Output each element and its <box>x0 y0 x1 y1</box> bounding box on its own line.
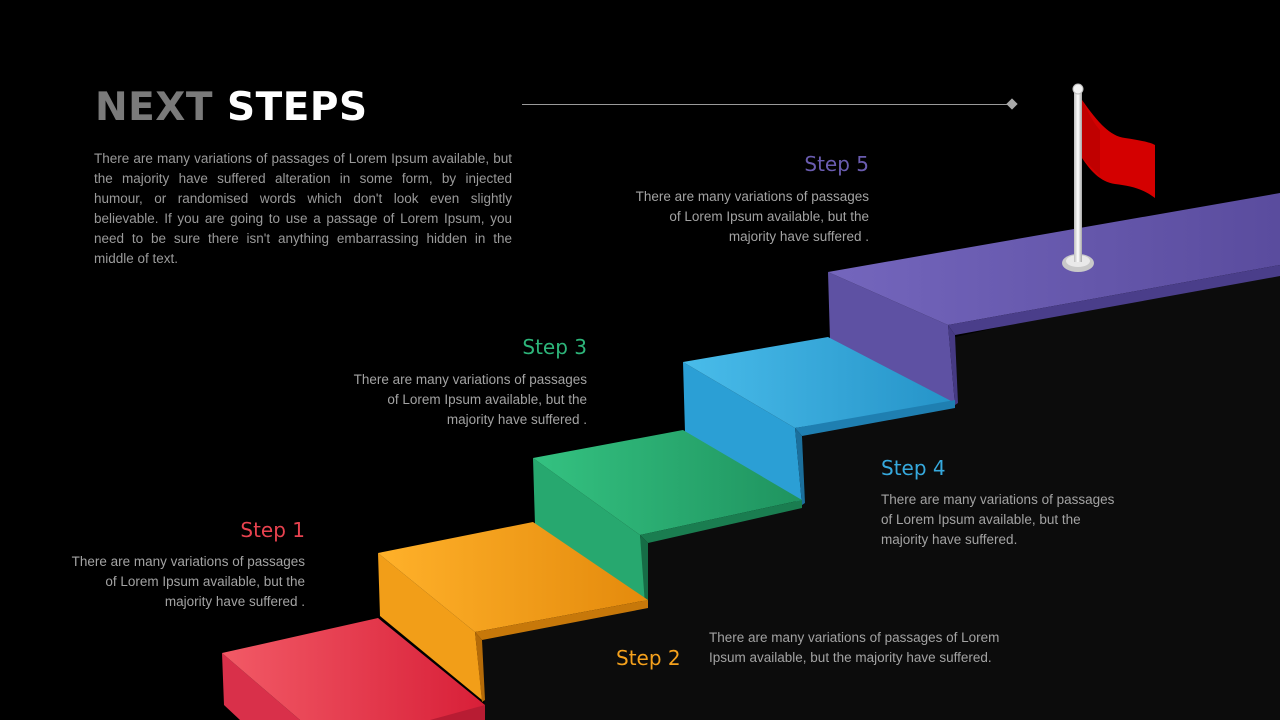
stair-4-riser-side <box>795 428 805 505</box>
stair-2-riser-side <box>475 632 485 702</box>
stair-block-3 <box>533 430 802 605</box>
header-divider-line <box>522 104 1012 105</box>
stair-4-tread <box>683 337 955 428</box>
step-2-title: Step 2 <box>616 646 681 670</box>
goal-flag-icon <box>1062 83 1155 272</box>
stair-block-1 <box>222 618 485 720</box>
stair-2-riser <box>378 553 482 700</box>
title-word-next: NEXT <box>95 85 213 130</box>
stair-5-tread <box>828 193 1280 325</box>
stair-shadow-wall <box>482 265 1280 720</box>
stair-5-edge <box>948 265 1280 335</box>
stair-5-riser <box>828 272 955 405</box>
step-4-title: Step 4 <box>881 456 946 480</box>
step-4-text: There are many variations of passages of… <box>881 492 1115 547</box>
stair-3-tread <box>533 430 802 535</box>
stair-3-edge <box>640 500 802 543</box>
stair-1-edge <box>430 705 485 720</box>
step-1-title: Step 1 <box>240 518 305 542</box>
step-5-title: Step 5 <box>804 152 869 176</box>
stair-1-tread <box>222 618 485 720</box>
stair-3-riser <box>533 458 648 605</box>
stair-2-tread <box>378 522 648 632</box>
slide-title: NEXT STEPS <box>95 84 368 132</box>
stair-4-edge <box>795 400 955 436</box>
step-3-text: There are many variations of passages of… <box>353 372 587 427</box>
flag-pole <box>1074 92 1082 262</box>
step-1-text: There are many variations of passages of… <box>71 554 305 609</box>
step-2-text: There are many variations of passages of… <box>709 630 1000 665</box>
stair-3-riser-side <box>640 535 648 605</box>
stair-2-edge <box>475 600 648 640</box>
step-5-text: There are many variations of passages of… <box>635 189 869 244</box>
flag-banner <box>1082 100 1155 198</box>
intro-paragraph: There are many variations of passages of… <box>94 151 512 266</box>
step-3-title: Step 3 <box>522 335 587 359</box>
stair-block-5 <box>828 193 1280 405</box>
flag-pole-top <box>1072 83 1084 95</box>
stair-block-4 <box>683 337 955 505</box>
stair-5-riser-side <box>948 325 958 405</box>
stair-4-riser <box>683 362 802 505</box>
stair-block-2 <box>378 522 648 702</box>
title-word-steps: STEPS <box>227 85 368 130</box>
